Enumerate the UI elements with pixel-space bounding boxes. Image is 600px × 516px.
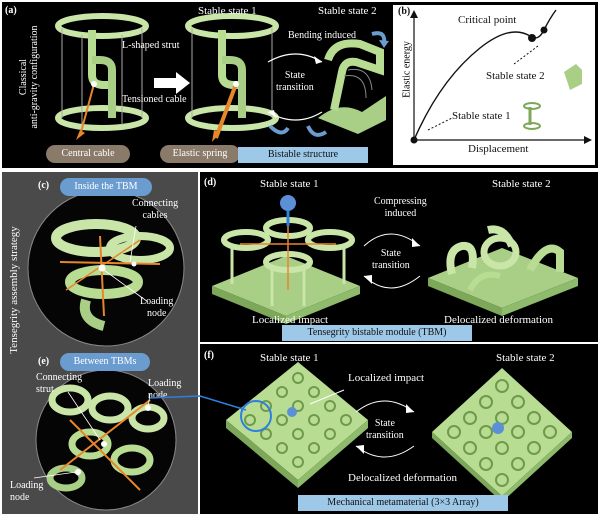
panel-c-label: (c): [38, 180, 50, 191]
state-transition-a-line1: State: [284, 70, 305, 81]
connecting-cables-line2: cables: [142, 210, 168, 221]
metamaterial-bar: Mechanical metamaterial (3×3 Array): [298, 495, 508, 511]
connecting-strut-label: Connecting strut: [36, 372, 82, 396]
l-shaped-strut-label: L-shaped strut: [122, 40, 180, 51]
loading-node-c-line1: Loading: [140, 296, 174, 307]
panel-a-label: (a): [5, 5, 17, 16]
mini-module-1: [523, 102, 541, 130]
between-tbms-pill: Between TBMs: [60, 353, 150, 371]
d-stable-1-label: Stable state 1: [260, 178, 319, 190]
f-stable-2-label: Stable state 2: [496, 352, 555, 364]
connecting-cables-label: Connecting cables: [132, 198, 178, 222]
bistable-structure-bar: Bistable structure: [238, 147, 368, 163]
array-rings-1: [244, 372, 352, 468]
stable-state-1-label: Stable state 1: [198, 5, 257, 17]
compressing-induced-label: Compressing induced: [374, 196, 427, 220]
state-transition-a: State transition: [276, 70, 314, 94]
loading-node-e-line1: Loading: [148, 378, 182, 389]
compressing-line1: Compressing: [374, 196, 427, 207]
stable-state-1-b-label: Stable state 1: [452, 110, 511, 122]
mini-module-2: [564, 64, 582, 90]
panel-e-label: (e): [38, 356, 50, 367]
tensioned-cable-label: Tensioned cable: [122, 94, 187, 105]
compressing-line2: induced: [384, 208, 417, 219]
tbm-closeup: [51, 219, 174, 331]
loading-node-e-label: Loading node: [148, 378, 181, 402]
f-localized-label: Localized impact: [348, 372, 425, 384]
f-stable-1-label: Stable state 1: [260, 352, 319, 364]
state-transition-d: State transition: [372, 248, 410, 272]
stable-state-2-label: Stable state 2: [318, 5, 377, 17]
panel-d-label: (d): [204, 177, 217, 188]
f-delocalized-label: Delocalized deformation: [348, 472, 458, 484]
loading-node-e2-line1: Loading: [10, 480, 44, 491]
loading-node-e-line2: node: [148, 390, 168, 401]
loading-node-e2-line2: node: [10, 492, 30, 503]
elastic-spring-pill: Elastic spring: [160, 145, 240, 163]
connecting-cables-line1: Connecting: [132, 198, 179, 209]
module-1-illustration: [55, 13, 149, 140]
state-transition-d-line1: State: [380, 248, 401, 259]
d-delocalized-label: Delocalized deformation: [444, 314, 554, 326]
panel-b-xlabel: Displacement: [468, 143, 529, 155]
stable-state-2-b-label: Stable state 2: [486, 70, 545, 82]
tbm-module-bar: Tensegrity bistable module (TBM): [282, 325, 472, 341]
array-rings-2: [447, 379, 557, 487]
bending-induced-label: Bending induced: [288, 30, 357, 41]
connecting-strut-line2: strut: [36, 384, 54, 395]
state-transition-f-line1: State: [374, 418, 395, 429]
tbm-stable-2: [428, 225, 578, 316]
d-localized-label: Localized impact: [252, 314, 329, 326]
inside-tbm-pill: Inside the TBM: [60, 178, 152, 196]
loading-node-e2-label: Loading node: [10, 480, 43, 504]
state-transition-f-line2: transition: [366, 430, 404, 441]
between-tbms-closeup: [46, 384, 168, 492]
tbm-stable-1: [212, 212, 360, 324]
d-stable-2-label: Stable state 2: [492, 178, 551, 190]
state-transition-d-line2: transition: [372, 260, 410, 271]
state-transition-f: State transition: [366, 418, 404, 442]
panel-f-label: (f): [204, 350, 214, 361]
panel-b-label: (b): [398, 6, 411, 17]
loading-node-c-label: Loading node: [140, 296, 173, 320]
panel-b-bg: [393, 5, 595, 165]
central-cable-pill: Central cable: [46, 145, 130, 163]
module-3-illustration: [318, 39, 386, 134]
connecting-strut-line1: Connecting: [36, 372, 83, 383]
loading-node-c-line2: node: [146, 308, 167, 319]
critical-point-label: Critical point: [458, 14, 517, 26]
state-transition-a-line2: transition: [276, 82, 314, 93]
